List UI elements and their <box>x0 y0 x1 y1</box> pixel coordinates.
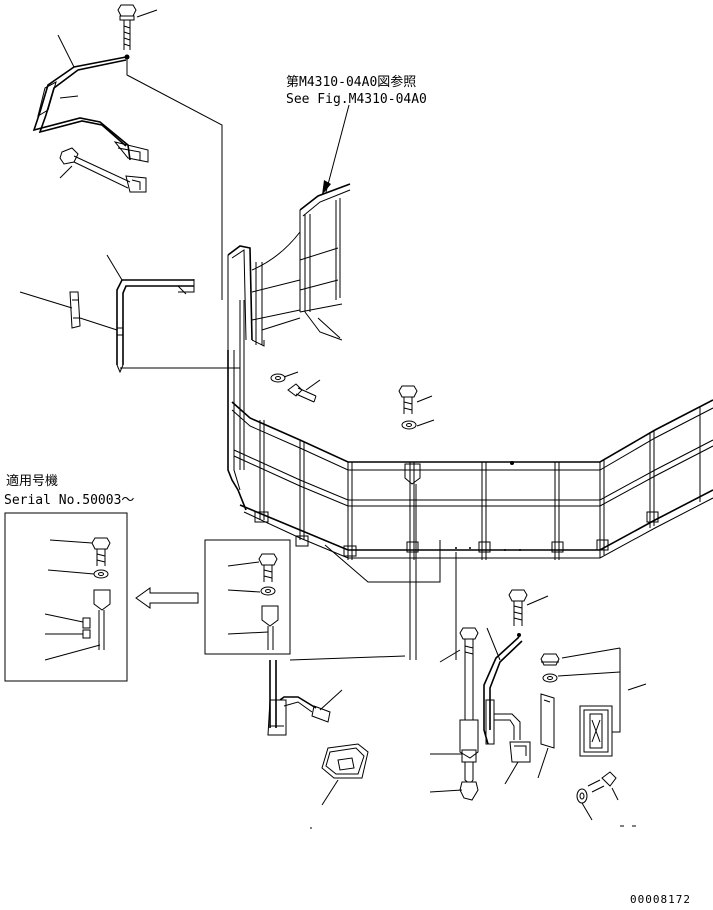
top-bolt-icon <box>117 4 137 50</box>
leader-line <box>283 371 299 378</box>
nut-washer-icon <box>542 673 558 683</box>
applicability-label-jp: 適用号機 <box>6 474 59 489</box>
box-washer-icon <box>260 586 276 596</box>
leader-line <box>57 34 75 68</box>
leader-line <box>439 649 461 663</box>
small-washer-icon <box>576 788 588 804</box>
serial-washer-icon <box>93 569 109 579</box>
leader-line <box>557 671 621 677</box>
leader-line <box>317 317 341 339</box>
leader-line <box>627 683 647 691</box>
leader-line <box>612 648 621 733</box>
bolt-icon <box>287 383 317 403</box>
reference-leader <box>325 104 350 193</box>
nut-icon <box>540 653 560 666</box>
small-bolt-icon <box>587 771 617 793</box>
serial-detail-frame <box>4 512 128 682</box>
center-washer-icon <box>401 420 417 430</box>
washer-icon <box>270 373 286 383</box>
leader-line <box>44 613 84 623</box>
center-bolt-icon <box>398 385 418 414</box>
leader-line <box>321 779 339 806</box>
box-clamp <box>261 605 279 650</box>
leader-line <box>49 539 93 544</box>
plate-part <box>69 291 81 329</box>
leader-line <box>581 802 593 821</box>
applicability-label-en: Serial No.50003～ <box>4 493 135 508</box>
leader-line <box>59 165 73 179</box>
mirror-icon <box>321 743 369 779</box>
leader-line <box>59 95 79 99</box>
mirror-stay-bolt-icon <box>59 147 147 193</box>
connection-line <box>289 655 406 661</box>
leader-line <box>136 9 158 18</box>
leader-line <box>227 631 269 635</box>
leader-line <box>227 561 260 567</box>
leader-line <box>47 569 95 575</box>
mirror-stay-lower <box>267 660 331 736</box>
drawing-number: 00008172 <box>630 893 691 906</box>
current-detail-frame <box>204 539 291 655</box>
connection-line <box>126 55 223 300</box>
box-bolt-icon <box>258 553 278 582</box>
leader-line <box>227 589 261 593</box>
leader-line <box>611 787 619 801</box>
leader-line <box>429 789 463 793</box>
leader-line <box>19 291 73 309</box>
mirror-stay-upper <box>32 56 149 163</box>
rail-clamp <box>404 463 421 660</box>
bracket-plate <box>540 693 555 749</box>
reference-label-en: See Fig.M4310-04A0 <box>286 92 427 107</box>
leader-line <box>537 747 549 779</box>
serial-clamp <box>82 589 111 650</box>
handrail-piece <box>116 279 195 374</box>
leader-line <box>486 627 501 661</box>
lower-bolt-icon <box>459 627 479 720</box>
main-railing <box>227 183 713 560</box>
lower-clamp <box>459 719 479 801</box>
connection-line <box>324 540 441 583</box>
leader-line <box>319 689 343 711</box>
lamp-icon <box>579 705 613 757</box>
right-bolt-icon <box>508 589 528 626</box>
leader-line <box>526 595 549 606</box>
leader-line <box>504 761 519 785</box>
leader-line <box>416 395 433 403</box>
right-stay <box>483 636 531 763</box>
leader-line <box>561 647 621 659</box>
leader-line <box>106 254 123 281</box>
reference-label-jp: 第M4310-04A0図参照 <box>286 75 417 90</box>
arrow-left-icon <box>135 587 199 609</box>
leader-line <box>416 419 435 427</box>
leader-line <box>305 379 321 391</box>
leader-line <box>44 644 101 661</box>
leader-line <box>79 317 118 331</box>
serial-bolt-icon <box>91 537 111 566</box>
